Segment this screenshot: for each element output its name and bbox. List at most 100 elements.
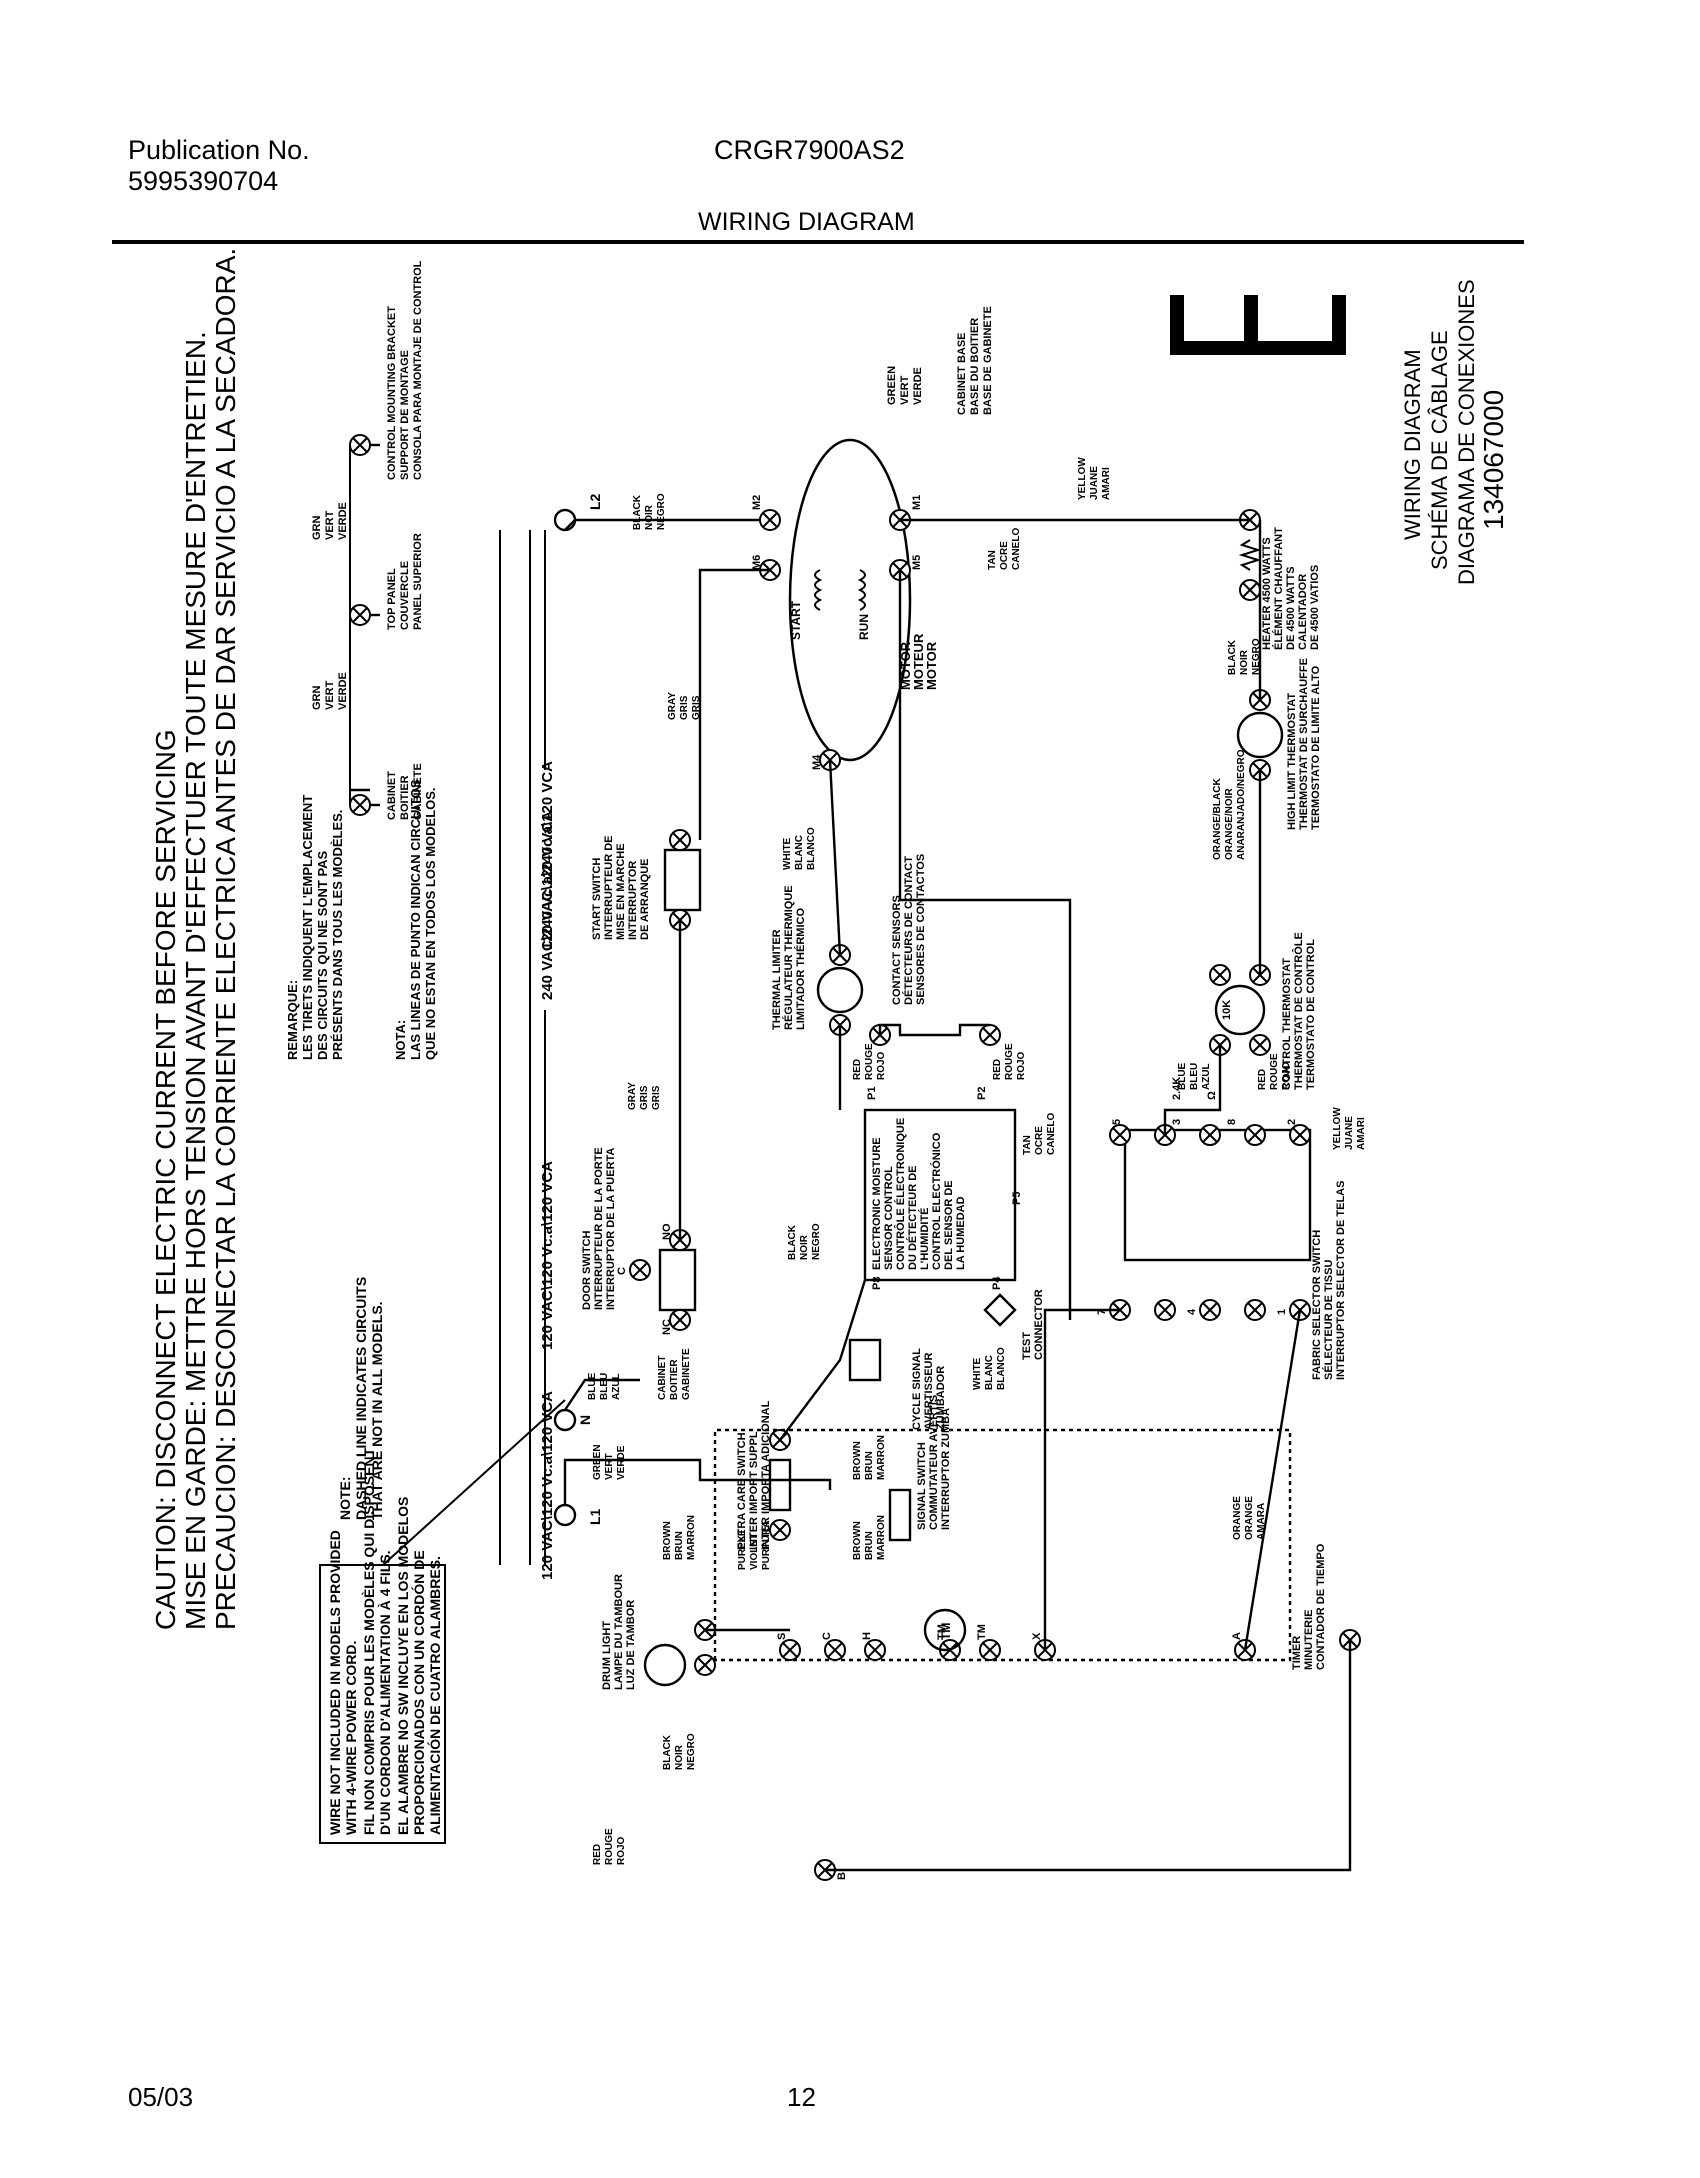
- svg-text:NO: NO: [661, 1223, 673, 1240]
- high-limit-thermostat: [1236, 711, 1284, 759]
- svg-text:WITH 4-WIRE POWER CORD.: WITH 4-WIRE POWER CORD.: [343, 1641, 359, 1835]
- moisture-sensor-control: [863, 1108, 1017, 1282]
- wire-green-n: GREEN: [592, 1444, 603, 1480]
- svg-text:EL ALAMBRE NO SW INCLUYE EN LO: EL ALAMBRE NO SW INCLUYE EN LOS MODELOS: [395, 1497, 411, 1835]
- svg-text:DE 4500 VATIOS: DE 4500 VATIOS: [1309, 565, 1321, 650]
- svg-text:D'UN CORDON D'ALIMENTATION À 4: D'UN CORDON D'ALIMENTATION À 4 FILS.: [377, 1550, 393, 1835]
- svg-text:GRIS: GRIS: [639, 1085, 650, 1110]
- svg-text:PANEL SUPERIOR: PANEL SUPERIOR: [412, 533, 424, 630]
- svg-text:CANELO: CANELO: [1046, 1113, 1057, 1155]
- wire-gray-mid: GRAY: [627, 1082, 638, 1110]
- signal-switch: [888, 1488, 912, 1542]
- cycle-signal: [848, 1338, 882, 1382]
- footer-date: 05/03: [128, 2082, 194, 2112]
- svg-text:N: N: [577, 1415, 593, 1425]
- wire-purple: PURPLE: [737, 1529, 748, 1570]
- wire-black-l2: BLACK: [632, 494, 643, 530]
- wire-gray-top: GRAY: [667, 692, 678, 720]
- timer-motor: [923, 1608, 967, 1652]
- svg-text:GRIS: GRIS: [691, 695, 702, 720]
- svg-text:GRN: GRN: [311, 686, 323, 711]
- svg-text:MARRON: MARRON: [876, 1435, 887, 1480]
- wire-note-text: WIRE NOT INCLUDED IN MODELS PROVIDED WIT…: [327, 1447, 443, 1835]
- svg-text:TERMOSTATO DE CONTROL: TERMOSTATO DE CONTROL: [1305, 939, 1317, 1090]
- svg-text:H: H: [861, 1632, 873, 1640]
- svg-text:BASE DU BOITIER: BASE DU BOITIER: [969, 318, 981, 415]
- wire-note-leader: [382, 1399, 566, 1566]
- svg-text:ÉLÉMENT CHAUFFANT: ÉLÉMENT CHAUFFANT: [1272, 527, 1285, 650]
- publication-number: 5995390704: [128, 166, 279, 196]
- svg-text:C: C: [821, 1632, 833, 1640]
- wire-orange: ORANGE: [1232, 1496, 1243, 1540]
- drum-light: [643, 1643, 687, 1687]
- svg-text:DÉTECTEURS DE CONTACT: DÉTECTEURS DE CONTACT: [902, 856, 915, 1005]
- svg-text:CONNECTOR: CONNECTOR: [1033, 1289, 1045, 1360]
- caution-en: CAUTION: DISCONNECT ELECTRIC CURRENT BEF…: [150, 729, 181, 1630]
- svg-text:ROUGE: ROUGE: [1004, 1043, 1015, 1080]
- svg-text:JUANE: JUANE: [1089, 466, 1100, 500]
- wire-black-l1: BLACK: [662, 1734, 673, 1770]
- svg-text:M1: M1: [911, 495, 923, 510]
- svg-text:BRUN: BRUN: [864, 1451, 875, 1480]
- svg-text:DEL SENSOR DE: DEL SENSOR DE: [943, 1180, 955, 1270]
- wire-note-box: [319, 1564, 446, 1844]
- svg-text:DE ARRANQUE: DE ARRANQUE: [639, 859, 651, 941]
- wire-red-p2: RED: [992, 1059, 1003, 1080]
- svg-text:ROJO: ROJO: [876, 1051, 887, 1080]
- wire-blue-n: BLUE: [587, 1372, 598, 1400]
- publication-label: Publication No.: [128, 135, 310, 165]
- svg-text:BLANCO: BLANCO: [996, 1347, 1007, 1390]
- svg-text:P4: P4: [991, 1276, 1003, 1290]
- wire-brown-h: BROWN: [852, 1521, 863, 1560]
- svg-text:ORANGE/NOIR: ORANGE/NOIR: [1224, 788, 1235, 860]
- svg-text:134067000: 134067000: [1478, 390, 1509, 530]
- svg-text:NOIR: NOIR: [799, 1234, 810, 1260]
- svg-text:THERMAL LIMITER: THERMAL LIMITER: [771, 929, 783, 1030]
- svg-text:LES TIRETS INDIQUENT L'EMPLACE: LES TIRETS INDIQUENT L'EMPLACEMENT: [300, 795, 315, 1060]
- svg-text:GREEN: GREEN: [886, 366, 898, 405]
- svg-text:HEATER 4500 WATTS: HEATER 4500 WATTS: [1261, 537, 1273, 650]
- wire-yellow-top: YELLOW: [1077, 457, 1088, 500]
- wire-tan-mid: TAN: [1022, 1135, 1033, 1155]
- svg-text:OCRE: OCRE: [1034, 1126, 1045, 1155]
- svg-text:START SWITCH: START SWITCH: [591, 858, 603, 940]
- remarque-note: REMARQUE: LES TIRETS INDIQUENT L'EMPLACE…: [285, 795, 345, 1060]
- svg-text:INTER IMPORTA ADICIONAL: INTER IMPORTA ADICIONAL: [760, 1400, 772, 1550]
- svg-text:ROUGE: ROUGE: [864, 1043, 875, 1080]
- svg-text:NOIR: NOIR: [644, 504, 655, 530]
- svg-text:P1: P1: [866, 1087, 878, 1100]
- svg-text:BASE DE GABINETE: BASE DE GABINETE: [982, 306, 994, 415]
- svg-text:BLANC: BLANC: [794, 835, 805, 870]
- wire-cabinet-n: CABINET: [657, 1356, 668, 1400]
- svg-text:M6: M6: [751, 555, 763, 570]
- svg-text:CANELO: CANELO: [1011, 528, 1022, 570]
- svg-text:NEGRO: NEGRO: [1251, 638, 1262, 675]
- voltage-240: 240 VAC\240 Vc.a\240 VCA: [539, 811, 556, 1000]
- svg-text:SENSORES DE CONTACTOS: SENSORES DE CONTACTOS: [915, 854, 927, 1005]
- svg-text:VERDE: VERDE: [337, 672, 349, 710]
- terminal-l1: [553, 1503, 577, 1527]
- svg-text:VERDE: VERDE: [337, 502, 349, 540]
- svg-text:SUPPORT DE MONTAGE: SUPPORT DE MONTAGE: [399, 350, 411, 480]
- test-connector: [983, 1293, 1017, 1327]
- svg-text:NOTE:: NOTE:: [337, 1476, 353, 1520]
- svg-text:NC: NC: [661, 1319, 673, 1335]
- svg-text:FABRIC SELECTOR SWITCH: FABRIC SELECTOR SWITCH: [1311, 1230, 1323, 1380]
- svg-text:START: START: [789, 600, 803, 640]
- svg-text:INTER IMPORT SUPPL: INTER IMPORT SUPPL: [748, 1431, 760, 1550]
- svg-text:THAT ARE NOT IN ALL MODELS.: THAT ARE NOT IN ALL MODELS.: [369, 1301, 385, 1520]
- voltage-120-mid: 120 VAC\120 Vc.a\120 VCA: [539, 1161, 556, 1350]
- svg-text:MOTOR: MOTOR: [898, 641, 913, 690]
- timer: [713, 1428, 1292, 1662]
- svg-text:NOIR: NOIR: [1239, 649, 1250, 675]
- terminal-l2: [553, 508, 577, 532]
- svg-text:GRIS: GRIS: [679, 695, 690, 720]
- svg-text:PURPURA: PURPURA: [761, 1521, 772, 1570]
- svg-text:RUN: RUN: [857, 614, 871, 640]
- svg-text:TOP PANEL: TOP PANEL: [386, 568, 398, 630]
- svg-text:DASHED LINE INDICATES CIRCUITS: DASHED LINE INDICATES CIRCUITS: [353, 1277, 369, 1520]
- svg-text:PROPORCIONADOS CON UN CORDÓN D: PROPORCIONADOS CON UN CORDÓN DE: [410, 1550, 427, 1835]
- svg-text:CONTROL ELECTRÓNICO: CONTROL ELECTRÓNICO: [930, 1132, 943, 1270]
- wire-red-p1: RED: [852, 1059, 863, 1080]
- motor: [788, 438, 912, 762]
